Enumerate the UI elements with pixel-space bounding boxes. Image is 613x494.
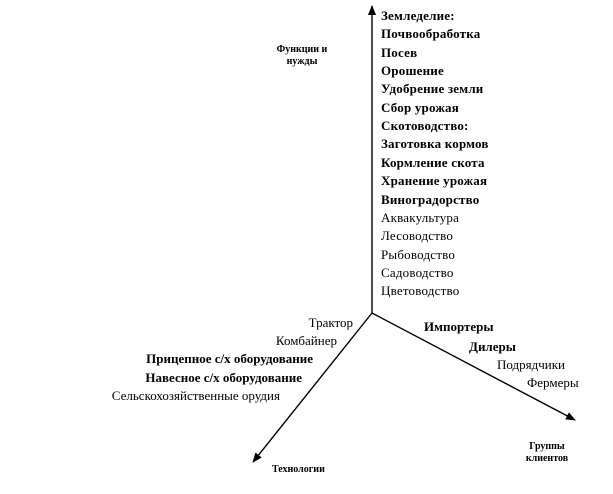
function-item: Земледелие:	[381, 8, 455, 23]
function-item: Рыбоводство	[381, 246, 456, 262]
client-item: Фермеры	[527, 375, 579, 390]
functions-axis-title: Функции и нужды	[276, 44, 328, 67]
function-item: Удобрение земли	[381, 81, 484, 97]
client-item: Импортеры	[424, 319, 494, 334]
clients-axis	[371, 312, 576, 421]
client-item: Подрядчики	[497, 357, 565, 372]
technologies-axis	[252, 312, 373, 463]
technologies-axis-title: Технологии	[272, 464, 325, 475]
function-item: Аквакультура	[381, 209, 460, 225]
function-item: Сбор урожая	[381, 99, 459, 115]
function-item: Заготовка кормов	[381, 136, 489, 152]
function-item: Садоводство	[381, 264, 454, 280]
function-item: Виноградорство	[381, 191, 480, 207]
technology-item: Сельскохозяйственные орудия	[111, 388, 280, 403]
technology-item: Трактор	[308, 315, 353, 330]
function-item: Лесоводство	[381, 228, 454, 244]
technology-item: Прицепное с/х оборудование	[146, 351, 313, 366]
function-item: Орошение	[381, 63, 444, 79]
client-item: Дилеры	[469, 339, 516, 354]
technology-item: Навесное с/х оборудование	[145, 370, 302, 385]
function-item: Скотоводство:	[381, 118, 469, 134]
function-item: Почвообработка	[381, 26, 481, 42]
clients-axis-title: Группы клиентов	[525, 441, 569, 464]
function-item: Цветоводство	[381, 283, 460, 299]
function-item: Посев	[381, 44, 418, 60]
technology-item: Комбайнер	[275, 333, 337, 348]
function-item: Кормление скота	[381, 154, 485, 170]
function-item: Хранение урожая	[381, 173, 488, 189]
